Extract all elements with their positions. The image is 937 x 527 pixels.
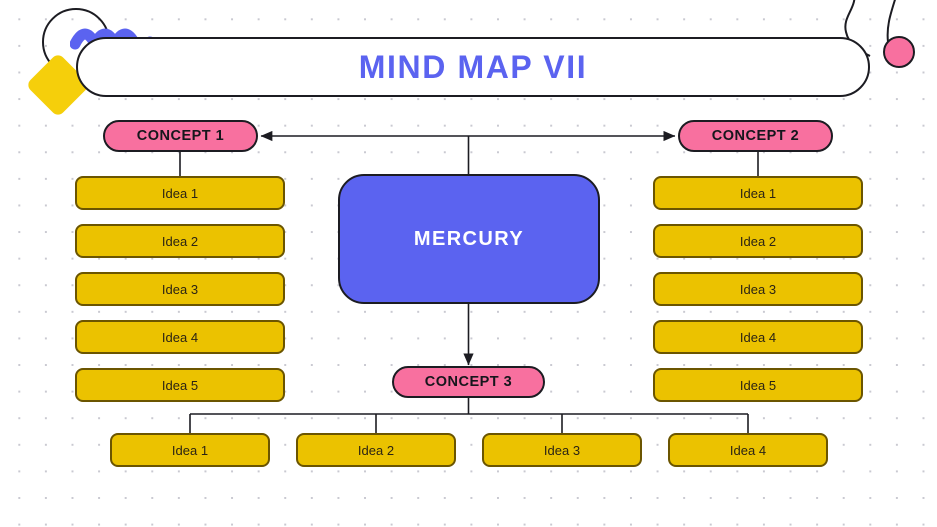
idea-box-left-5[interactable]: Idea 5 (75, 368, 285, 402)
idea-box-left-3-label: Idea 3 (161, 281, 199, 297)
idea-box-bottom-4[interactable]: Idea 4 (668, 433, 828, 467)
central-node[interactable]: MERCURY (338, 174, 600, 304)
concept-node-2[interactable]: CONCEPT 2 (678, 120, 833, 152)
pink-dot-icon (883, 36, 915, 68)
idea-box-right-4[interactable]: Idea 4 (653, 320, 863, 354)
idea-box-left-3[interactable]: Idea 3 (75, 272, 285, 306)
idea-box-bottom-3[interactable]: Idea 3 (482, 433, 642, 467)
idea-box-left-2-label: Idea 2 (161, 233, 199, 249)
idea-box-right-4-label: Idea 4 (739, 329, 777, 345)
central-node-label: MERCURY (413, 227, 525, 250)
idea-box-bottom-2[interactable]: Idea 2 (296, 433, 456, 467)
idea-box-bottom-2-label: Idea 2 (357, 442, 395, 458)
page-title: MIND MAP VII (358, 48, 588, 85)
concept-node-3-label: CONCEPT 3 (424, 374, 513, 390)
idea-box-left-1-label: Idea 1 (161, 185, 199, 201)
idea-box-bottom-3-label: Idea 3 (543, 442, 581, 458)
idea-box-right-5[interactable]: Idea 5 (653, 368, 863, 402)
idea-box-left-4[interactable]: Idea 4 (75, 320, 285, 354)
idea-box-bottom-1-label: Idea 1 (171, 442, 209, 458)
idea-box-right-2[interactable]: Idea 2 (653, 224, 863, 258)
idea-box-left-5-label: Idea 5 (161, 377, 199, 393)
title-banner: MIND MAP VII (76, 37, 870, 97)
idea-box-left-4-label: Idea 4 (161, 329, 199, 345)
idea-box-right-1[interactable]: Idea 1 (653, 176, 863, 210)
idea-box-right-3[interactable]: Idea 3 (653, 272, 863, 306)
idea-box-bottom-1[interactable]: Idea 1 (110, 433, 270, 467)
idea-box-right-1-label: Idea 1 (739, 185, 777, 201)
concept-node-2-label: CONCEPT 2 (711, 128, 800, 144)
idea-box-right-5-label: Idea 5 (739, 377, 777, 393)
concept-node-1-label: CONCEPT 1 (136, 128, 225, 144)
concept-node-1[interactable]: CONCEPT 1 (103, 120, 258, 152)
idea-box-right-3-label: Idea 3 (739, 281, 777, 297)
idea-box-left-2[interactable]: Idea 2 (75, 224, 285, 258)
idea-box-left-1[interactable]: Idea 1 (75, 176, 285, 210)
concept-node-3[interactable]: CONCEPT 3 (392, 366, 545, 398)
idea-box-bottom-4-label: Idea 4 (729, 442, 767, 458)
idea-box-right-2-label: Idea 2 (739, 233, 777, 249)
